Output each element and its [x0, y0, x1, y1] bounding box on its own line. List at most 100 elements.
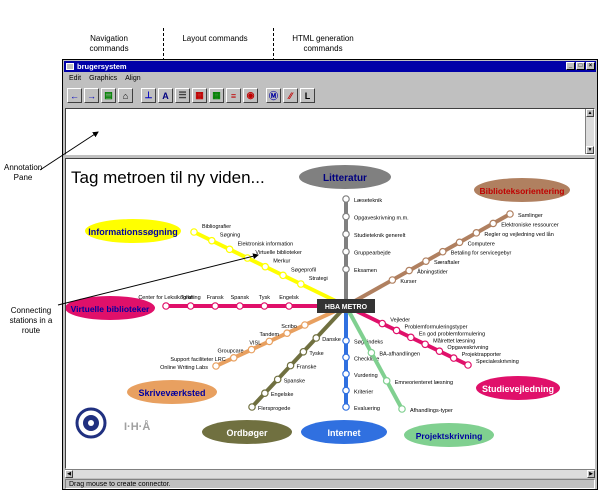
bubble-ordboeger[interactable]: Ordbøger: [202, 420, 292, 444]
station-ordboeger-1[interactable]: [299, 347, 308, 356]
lines-icon[interactable]: ≡: [226, 88, 241, 103]
bubble-biblioteksorientering[interactable]: Biblioteksorientering: [474, 178, 570, 202]
station-biblioteksorientering-0[interactable]: [388, 276, 397, 284]
station-litteratur-3[interactable]: [342, 212, 350, 221]
maximize-button[interactable]: □: [576, 62, 585, 70]
back-arrow-icon[interactable]: ←: [67, 88, 82, 103]
image-icon[interactable]: ▤: [101, 88, 116, 103]
bubble-internet[interactable]: Internet: [301, 420, 387, 444]
station-informationssoegning-2[interactable]: [225, 245, 234, 254]
station-studievejledning-6[interactable]: [464, 361, 472, 369]
bars-icon[interactable]: ☰: [175, 88, 190, 103]
station-internet-0[interactable]: [342, 336, 350, 345]
minimize-button[interactable]: _: [566, 62, 575, 70]
station-label: Spanske: [284, 378, 305, 384]
align-left-icon[interactable]: ⊥: [141, 88, 156, 103]
station-internet-3[interactable]: [342, 386, 350, 395]
station-label: Virtuelle biblioteker: [255, 250, 302, 256]
station-informationssoegning-0[interactable]: [190, 228, 198, 236]
menu-edit[interactable]: Edit: [69, 75, 82, 82]
station-ordboeger-0[interactable]: [312, 334, 321, 342]
station-projektskrivning-1[interactable]: [382, 377, 391, 385]
station-biblioteksorientering-2[interactable]: [422, 257, 430, 265]
station-informationssoegning-1[interactable]: [208, 236, 216, 245]
grid-icon[interactable]: ▦: [209, 88, 224, 103]
palette-icon[interactable]: ▦: [192, 88, 207, 103]
station-studievejledning-2[interactable]: [407, 333, 415, 342]
station-virtuelle-3[interactable]: [236, 302, 244, 310]
metro-hub[interactable]: HBA METRO: [317, 299, 375, 313]
station-biblioteksorientering-6[interactable]: [489, 219, 497, 228]
station-biblioteksorientering-3[interactable]: [438, 247, 447, 256]
station-projektskrivning-2[interactable]: [398, 405, 406, 413]
station-litteratur-2[interactable]: [342, 230, 350, 238]
station-label: Eksamen: [354, 268, 377, 274]
station-informationssoegning-3[interactable]: [243, 254, 252, 262]
station-ordboeger-3[interactable]: [273, 375, 282, 384]
station-studievejledning-5[interactable]: [449, 354, 458, 362]
station-projektskrivning-0[interactable]: [367, 348, 376, 357]
station-virtuelle-0[interactable]: [162, 302, 170, 310]
station-informationssoegning-5[interactable]: [279, 271, 287, 280]
annotation-scrollbar[interactable]: ▲ ▼: [585, 109, 594, 154]
station-studievejledning-4[interactable]: [435, 347, 444, 355]
scroll-down-icon[interactable]: ▼: [586, 146, 594, 154]
station-litteratur-0[interactable]: [342, 265, 350, 273]
link-text-icon[interactable]: L: [300, 88, 315, 103]
bubble-skrivevaerksted[interactable]: Skriveværksted: [127, 380, 217, 404]
title-bar[interactable]: brugersystem _ □ ×: [64, 61, 596, 72]
station-skrivevaerksted-2[interactable]: [265, 337, 274, 346]
station-skrivevaerksted-0[interactable]: [301, 321, 309, 329]
scroll-left-icon[interactable]: ◀: [65, 470, 73, 478]
station-informationssoegning-6[interactable]: [297, 280, 305, 288]
forward-arrow-icon[interactable]: →: [84, 88, 99, 103]
menu-align[interactable]: Align: [125, 75, 141, 82]
station-biblioteksorientering-4[interactable]: [455, 238, 464, 247]
station-internet-2[interactable]: [342, 370, 350, 378]
scroll-up-icon[interactable]: ▲: [586, 109, 594, 117]
station-ordboeger-2[interactable]: [286, 361, 295, 370]
station-litteratur-1[interactable]: [342, 247, 350, 256]
station-virtuelle-4[interactable]: [260, 302, 269, 310]
bubble-studievejledning[interactable]: Studievejledning: [476, 376, 560, 400]
canvas-horizontal-scrollbar[interactable]: ◀ ▶: [65, 469, 595, 478]
menu-graphics[interactable]: Graphics: [89, 75, 118, 82]
metro-map[interactable]: Tag metroen til ny viden... Litteratur B…: [66, 159, 588, 468]
circle-icon[interactable]: ◉: [243, 88, 258, 103]
station-virtuelle-1[interactable]: [186, 302, 195, 310]
metro-canvas[interactable]: Tag metroen til ny viden... Litteratur B…: [65, 158, 595, 469]
home-icon[interactable]: ⌂: [118, 88, 133, 103]
bubble-litteratur[interactable]: Litteratur: [299, 165, 391, 189]
station-label: Kriterier: [354, 389, 373, 395]
navigation-commands-label: Navigation commands: [89, 34, 129, 53]
annotation-pane[interactable]: ▲ ▼: [65, 108, 595, 155]
station-virtuelle-2[interactable]: [211, 302, 220, 310]
app-window: brugersystem _ □ × Edit Graphics Align ←…: [62, 59, 598, 490]
station-skrivevaerksted-5[interactable]: [212, 362, 220, 370]
links-icon[interactable]: ⁄⁄: [283, 88, 298, 103]
bubble-informationssoegning[interactable]: Informationssøgning: [85, 219, 181, 243]
station-informationssoegning-4[interactable]: [261, 262, 270, 271]
station-skrivevaerksted-3[interactable]: [247, 345, 256, 354]
map-icon[interactable]: Ⓜ: [266, 88, 281, 103]
station-biblioteksorientering-1[interactable]: [405, 266, 413, 275]
station-studievejledning-0[interactable]: [378, 319, 387, 328]
scroll-right-icon[interactable]: ▶: [587, 470, 595, 478]
station-ordboeger-5[interactable]: [248, 403, 256, 411]
station-studievejledning-1[interactable]: [392, 326, 401, 335]
station-skrivevaerksted-1[interactable]: [283, 329, 291, 338]
station-skrivevaerksted-4[interactable]: [229, 354, 238, 362]
station-ordboeger-4[interactable]: [261, 389, 269, 397]
close-button[interactable]: ×: [586, 62, 595, 70]
station-internet-1[interactable]: [342, 353, 350, 362]
station-internet-4[interactable]: [342, 403, 350, 411]
station-studievejledning-3[interactable]: [421, 340, 429, 349]
station-litteratur-4[interactable]: [342, 195, 350, 203]
bubble-projektskrivning[interactable]: Projektskrivning: [404, 423, 494, 447]
station-virtuelle-5[interactable]: [285, 302, 293, 310]
station-label: Opgaveskrivning m.m.: [354, 216, 409, 222]
text-style-icon[interactable]: A: [158, 88, 173, 103]
annotation-pane-label: Annotation Pane: [4, 163, 43, 182]
station-biblioteksorientering-7[interactable]: [506, 210, 514, 218]
station-biblioteksorientering-5[interactable]: [472, 229, 481, 237]
